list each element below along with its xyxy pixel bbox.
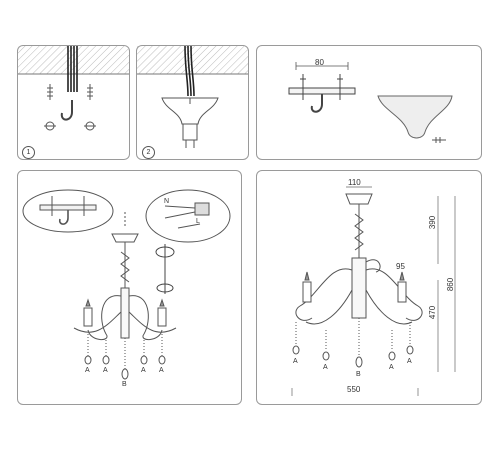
screw-icon [47, 84, 93, 100]
arm-label-a-6: A [323, 364, 328, 371]
chandelier-icon [73, 212, 177, 380]
arm-label-a-1: A [85, 367, 90, 374]
center-label-b-2: B [356, 371, 361, 378]
hook-icon [310, 94, 323, 113]
arm-label-a-4: A [159, 367, 164, 374]
ceiling-cup-icon [377, 95, 453, 139]
zoom-bubble-plate [22, 189, 114, 233]
plate-width-dimension: 80 [315, 58, 324, 67]
panel-dimensions [256, 170, 482, 405]
wire-label-n: N [164, 198, 170, 205]
cable-icon [67, 46, 78, 92]
step-number-2: 2 [142, 146, 155, 159]
ceiling-cup-icon [161, 97, 219, 148]
plug-icon [44, 121, 96, 131]
rotate-arrow-icon [155, 244, 175, 294]
screw-icon [300, 74, 343, 100]
arm-label-a-3: A [141, 367, 146, 374]
wire-label-l: L [196, 218, 200, 225]
dimension-lines [291, 186, 456, 396]
width-dimension: 550 [347, 385, 361, 394]
cable-icon [184, 45, 195, 97]
arm-drop-dimension: 95 [396, 262, 405, 271]
arm-label-a-5: A [293, 358, 298, 365]
dimension-line-icon [295, 62, 349, 70]
top-width-dimension: 110 [348, 178, 361, 187]
hook-icon [60, 100, 73, 121]
center-label-b: B [122, 381, 127, 388]
arm-label-a-7: A [389, 364, 394, 371]
arm-label-a-8: A [407, 358, 412, 365]
step-number-1: 1 [22, 146, 35, 159]
arm-label-a-2: A [103, 367, 108, 374]
chandelier-icon [292, 193, 423, 368]
screw-icon [432, 137, 446, 143]
zoom-bubble-wiring [145, 189, 231, 243]
